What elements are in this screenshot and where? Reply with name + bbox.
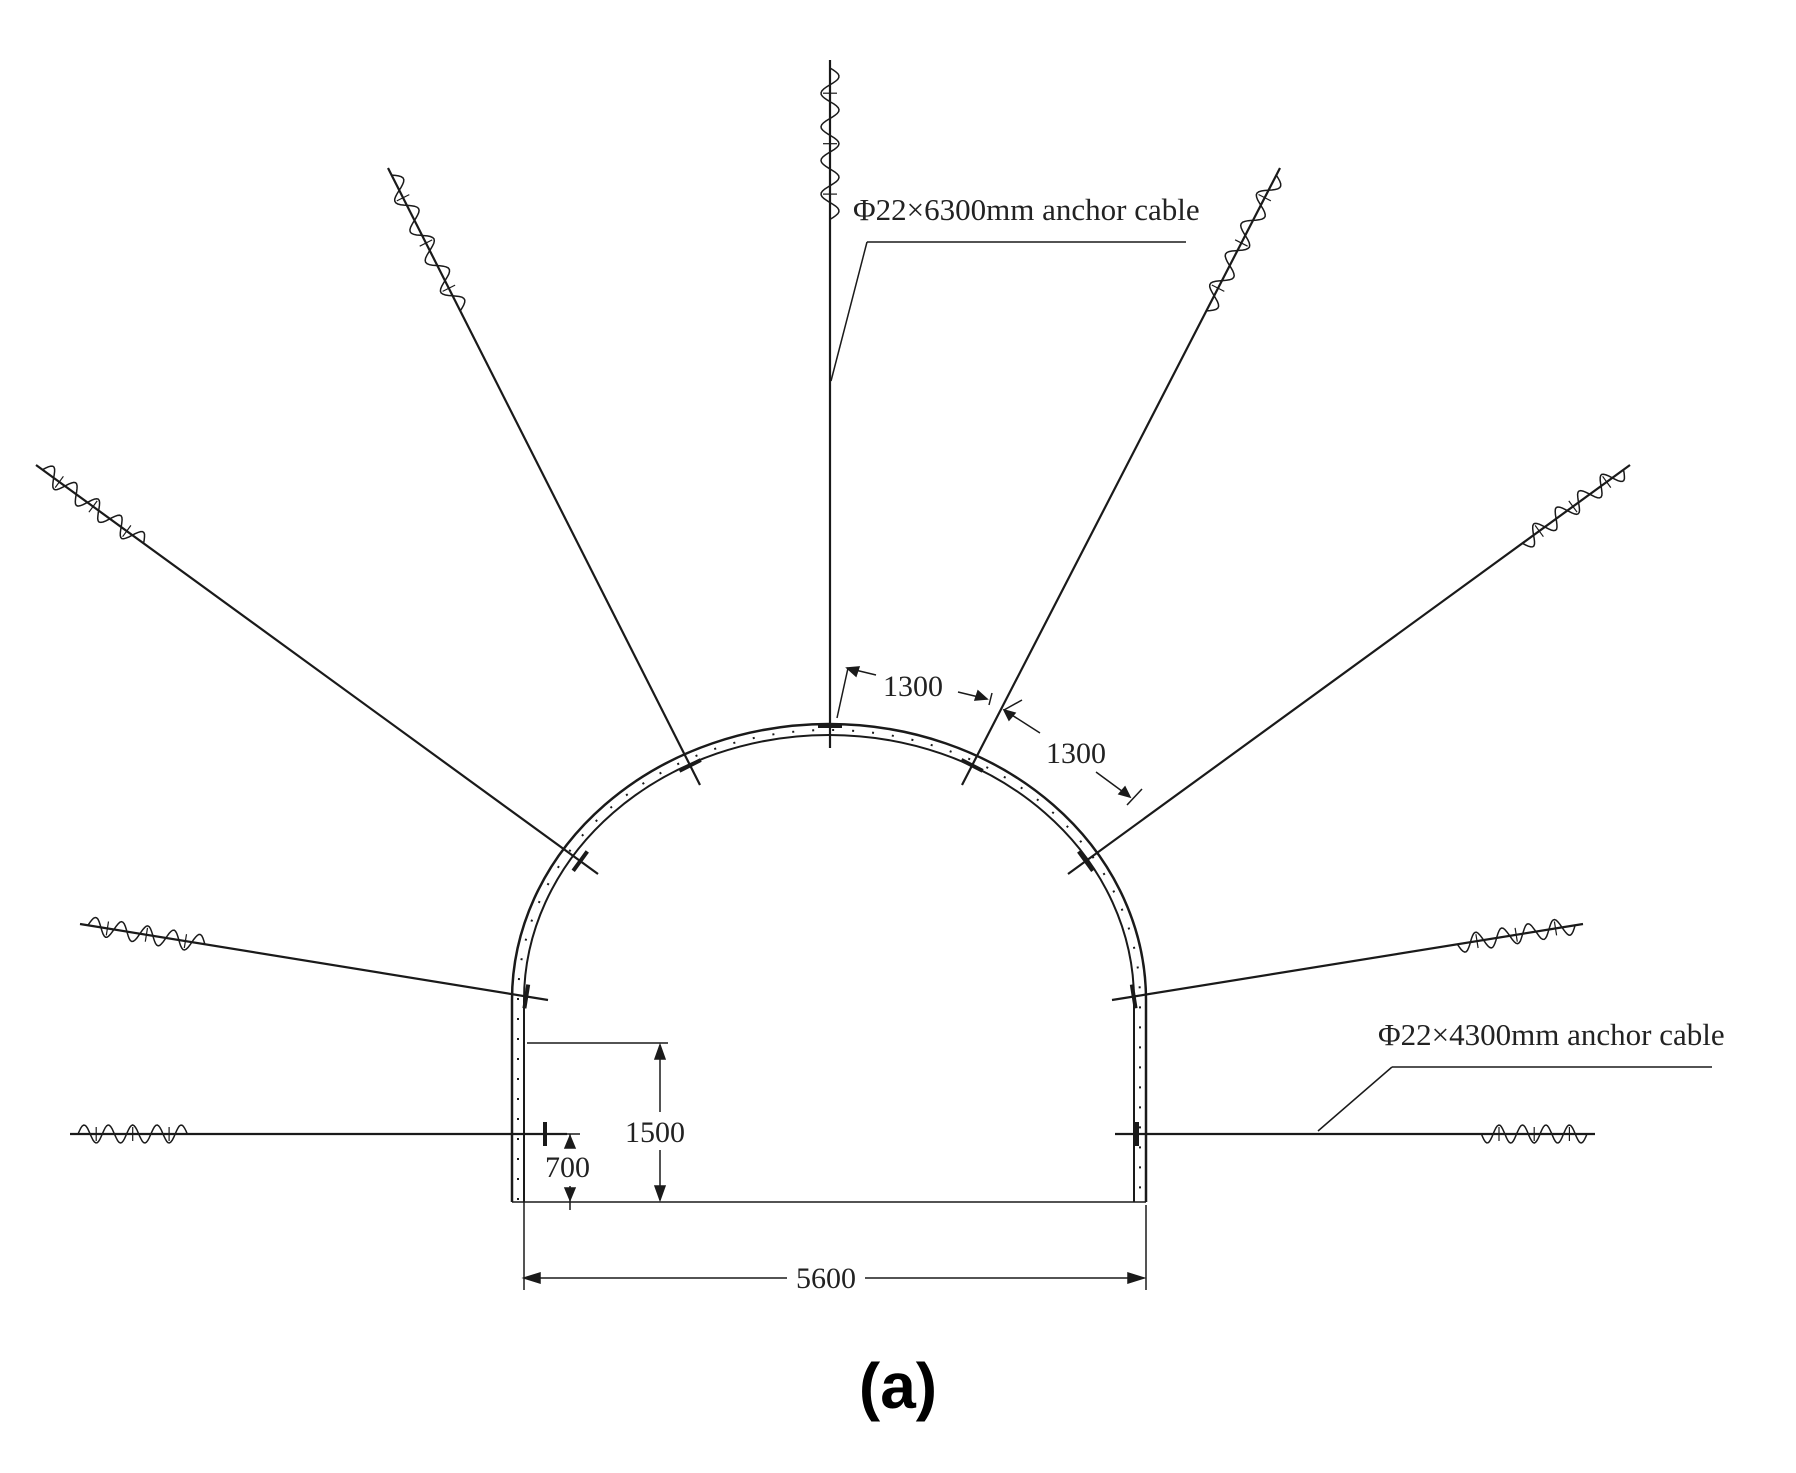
dimension-wall-height-label: 1500 — [625, 1116, 685, 1149]
anchor-bolt-low-left-tick — [144, 927, 149, 942]
anchor-cable-upper-left-plate — [678, 758, 702, 773]
anchor-bolt-mid-right-tick — [1568, 500, 1578, 513]
anchor-cable-upper-right-anchorage — [1206, 174, 1282, 312]
dimension-wall-height — [527, 1042, 668, 1203]
anchor-bolt-low-right-anchorage — [1456, 918, 1576, 953]
anchor-bolt-low-left-tick — [105, 921, 110, 936]
anchor-bolt-wall-left-anchorage — [77, 1124, 188, 1144]
anchor-bolt-mid-left-tick — [122, 525, 132, 538]
anchor-cable-upper-left-tick — [396, 194, 410, 202]
anchor-bolt-low-left-rod — [79, 922, 549, 1002]
anchor-bolt-low-right — [1111, 918, 1584, 1009]
anchor-bolt-low-left-anchorage — [87, 916, 206, 951]
anchor-bolt-wall-right-anchorage — [1480, 1124, 1588, 1144]
anchor-bolt-mid-left — [35, 464, 599, 875]
callout-short-cable: Φ22×4300mm anchor cable — [1317, 1017, 1725, 1132]
anchor-bolt-mid-left-tick — [88, 500, 98, 513]
anchor-bolt-low-right-tick — [1475, 934, 1479, 949]
dimension-bolt-height-label: 700 — [545, 1151, 590, 1184]
anchor-cable-upper-right-tick — [1234, 239, 1248, 247]
dimension-span-width-label: 5600 — [796, 1262, 856, 1295]
anchor-cable-upper-right-tick — [1258, 193, 1272, 202]
callout-short-cable-leader — [1317, 1066, 1393, 1132]
anchor-bolt-low-right-tick — [1514, 927, 1518, 942]
lining-inner — [523, 734, 1135, 1202]
callout-short-cable-label: Φ22×4300mm anchor cable — [1378, 1017, 1725, 1052]
anchor-bolt-mid-right-rod — [1067, 464, 1631, 875]
anchor-bolt-wall-right — [1115, 1122, 1595, 1146]
dimension-span-width — [521, 1196, 1147, 1290]
anchor-cable-crown-anchorage — [820, 67, 840, 221]
anchor-bolt-low-right-rod — [1111, 922, 1584, 1002]
roadway-lining — [510, 722, 1148, 1203]
anchor-cable-upper-right-tick — [1211, 284, 1225, 292]
anchor-cable-upper-left-anchorage — [391, 174, 466, 312]
anchor-cable-upper-right-rod — [961, 167, 1281, 786]
anchor-bolt-low-left-tick — [183, 934, 188, 949]
callout-long-cable-leader — [830, 241, 868, 382]
anchor-cable-upper-left-tick — [419, 239, 433, 247]
anchor-cable-upper-right-plate — [960, 758, 984, 773]
anchor-cable-upper-right — [960, 167, 1282, 786]
figure-caption: (a) — [859, 1350, 937, 1422]
anchor-bolt-mid-right-tick — [1602, 475, 1612, 488]
dimension-spacing-2-label: 1300 — [1046, 737, 1106, 770]
anchor-bolt-mid-right-anchorage — [1522, 469, 1626, 548]
anchor-cable-upper-left-tick — [442, 284, 456, 292]
anchor-cable-upper-left — [387, 167, 702, 786]
anchor-bolt-low-left — [79, 916, 549, 1009]
lining-outer — [510, 722, 1148, 1202]
anchor-bolt-mid-right-plate — [1077, 850, 1095, 872]
dimension-spacing-1 — [836, 666, 993, 719]
anchor-bolt-mid-left-tick — [54, 475, 64, 488]
anchor-bolt-mid-right — [1067, 464, 1631, 875]
anchor-bolt-mid-right-tick — [1534, 525, 1544, 538]
anchor-bolt-low-left-plate — [522, 984, 531, 1009]
anchor-bolt-mid-left-anchorage — [42, 465, 146, 544]
anchor-bolt-mid-left-plate — [571, 850, 589, 872]
anchor-cable-upper-left-rod — [387, 167, 701, 786]
anchor-bolts — [35, 60, 1631, 1146]
dimension-spacing-1-label: 1300 — [883, 670, 943, 703]
anchor-bolt-wall-left — [70, 1122, 567, 1146]
anchor-cable-crown — [818, 60, 842, 748]
dimension-bolt-height — [520, 1133, 580, 1210]
anchor-bolt-mid-left-rod — [35, 464, 599, 875]
dimension-spacing-2 — [1002, 699, 1143, 806]
callout-long-cable: Φ22×6300mm anchor cable — [830, 192, 1200, 382]
anchor-bolt-low-right-plate — [1129, 984, 1138, 1009]
callout-long-cable-label: Φ22×6300mm anchor cable — [853, 192, 1200, 227]
anchor-bolt-low-right-tick — [1553, 921, 1558, 936]
